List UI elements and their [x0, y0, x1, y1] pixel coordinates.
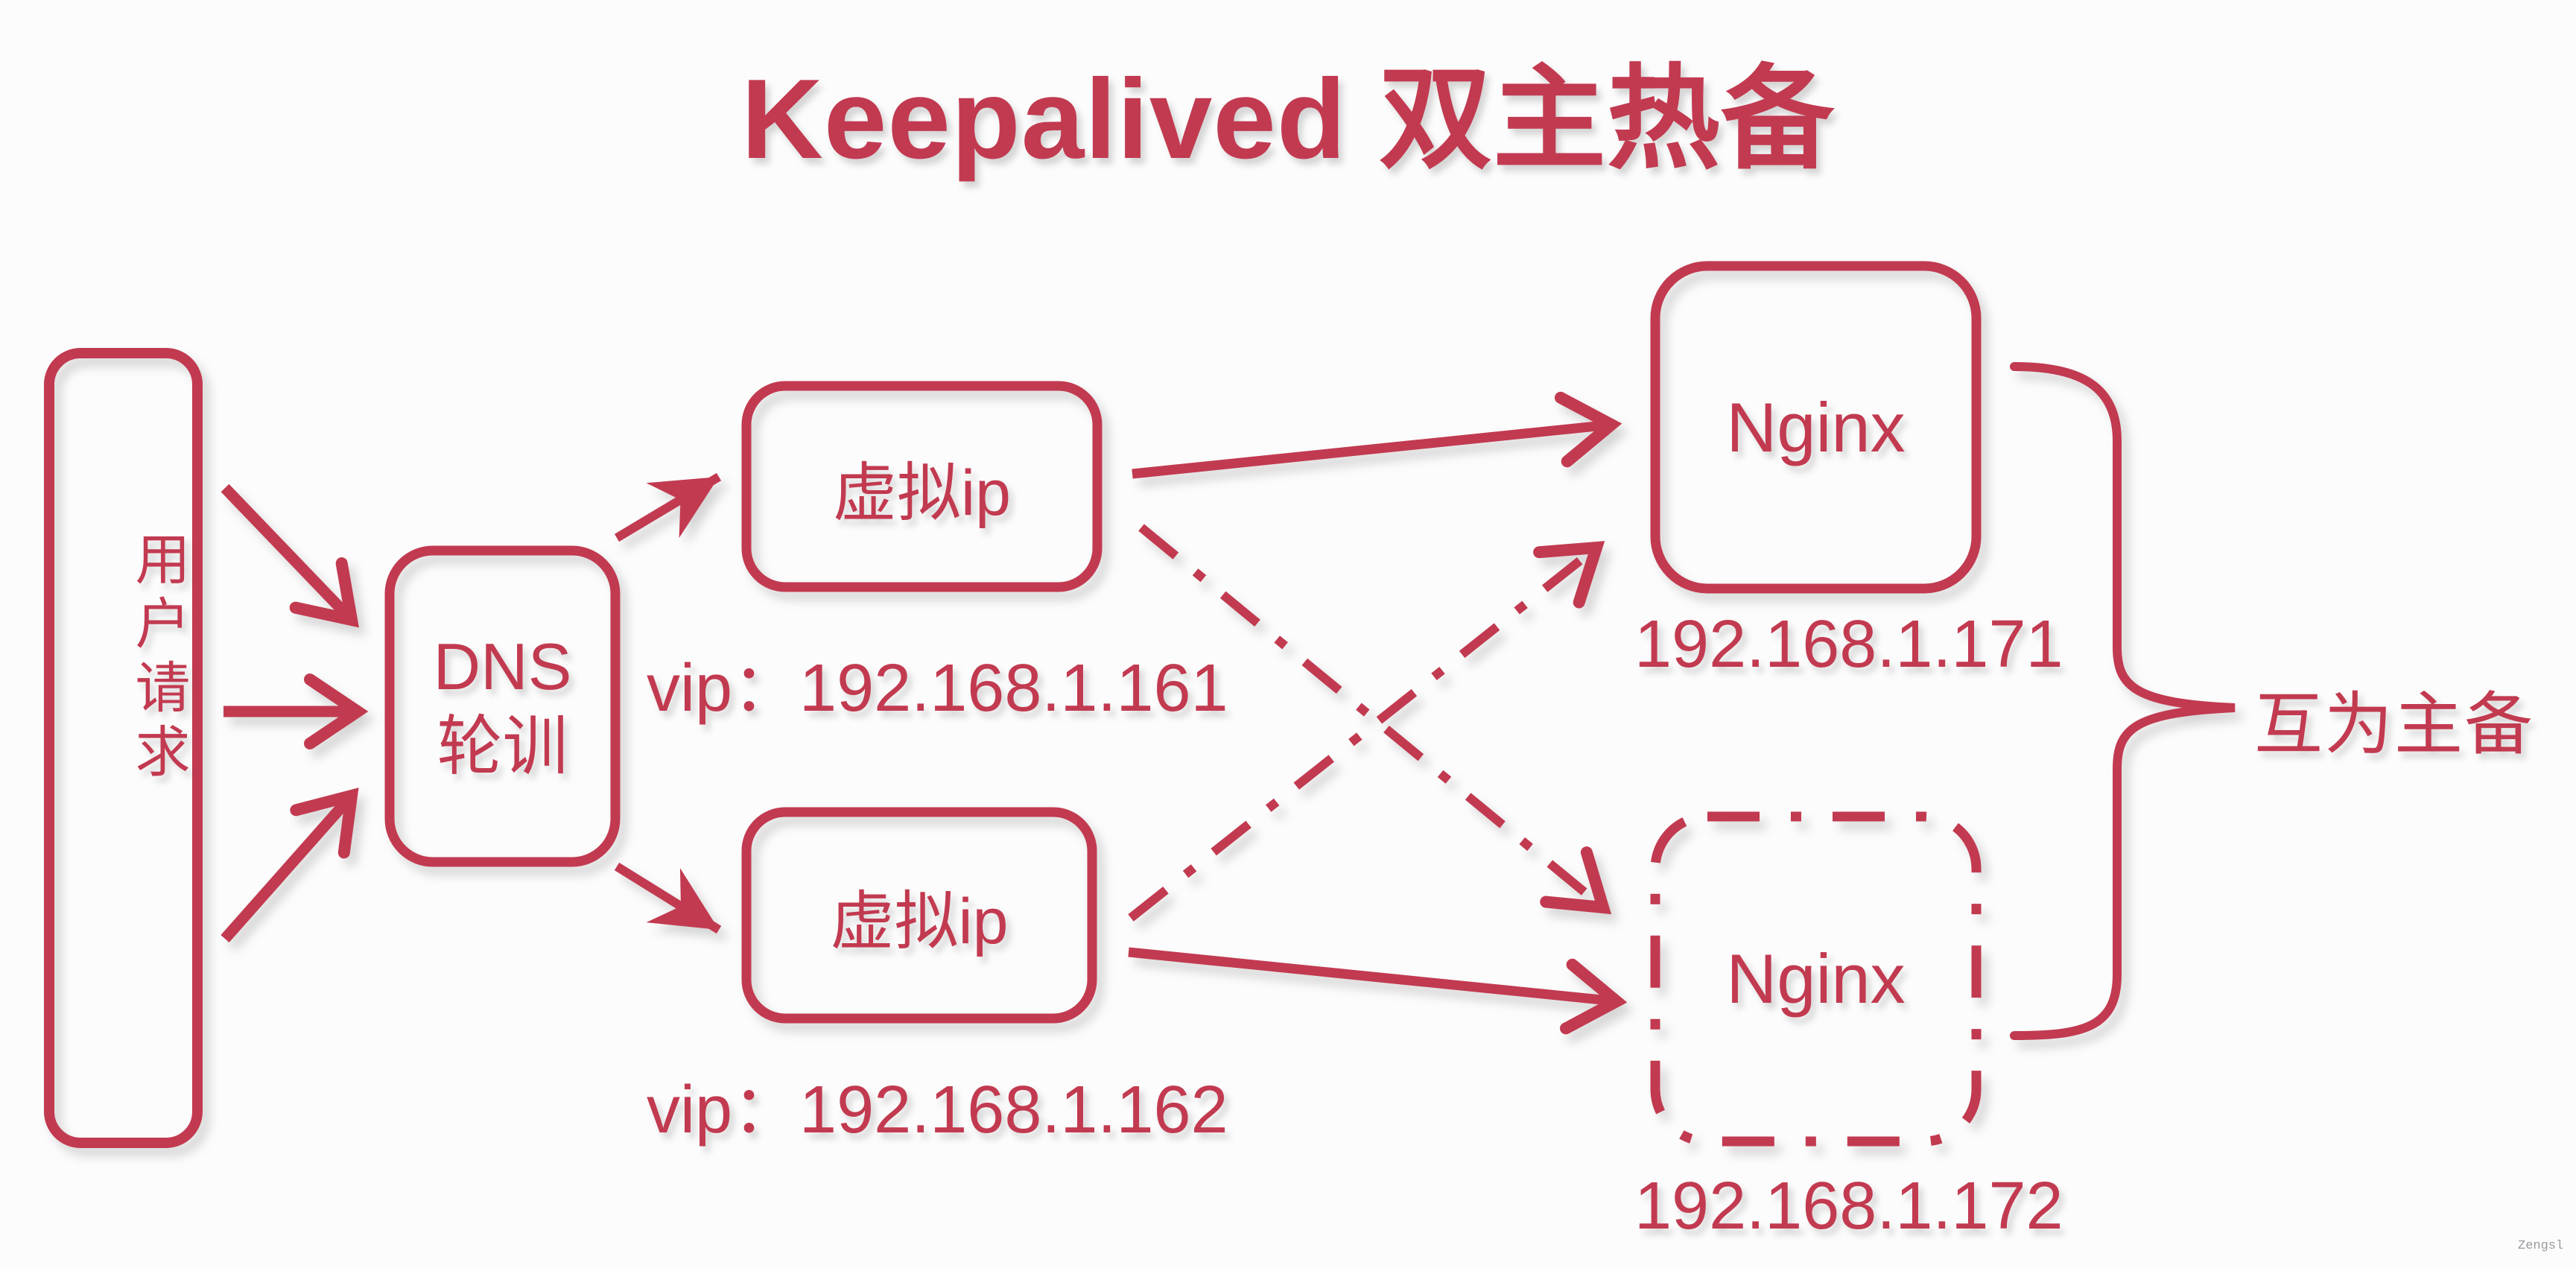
vip-bottom-label: 虚拟ip	[830, 886, 1009, 957]
brace-label: 互为主备	[2254, 687, 2535, 763]
nginx-box-master	[1650, 261, 1982, 594]
nginx-box-backup-dashed	[1650, 811, 1982, 1147]
arrow-dns-to-vip-top	[614, 472, 722, 542]
watermark: Zengsl	[2518, 1239, 2564, 1253]
page-title: Keepalived 双主热备	[741, 56, 1835, 183]
nginx-backup-label: Nginx	[1726, 939, 1906, 1018]
vip-bottom-caption: vip：192.168.1.162	[647, 1073, 1228, 1147]
arrow-user-to-dns-3	[221, 787, 359, 942]
arrow-vip-bottom-to-nginx-backup	[1128, 947, 1628, 1035]
user-request-box	[44, 348, 203, 1148]
dns-label: DNS 轮训	[390, 551, 615, 862]
nginx-master-label: Nginx	[1726, 387, 1906, 466]
arrow-dns-to-vip-bottom	[614, 862, 722, 934]
vip-box-bottom	[741, 807, 1097, 1024]
user-request-label: 用户请求	[127, 530, 189, 787]
nginx-master-ip: 192.168.1.171	[1634, 607, 2063, 682]
vip-top-caption: vip：192.168.1.161	[647, 651, 1228, 726]
brace	[2010, 362, 2236, 1040]
arrow-vip-top-to-nginx-master	[1132, 391, 1622, 479]
vip-box-top	[741, 381, 1103, 592]
vip-top-label: 虚拟ip	[833, 457, 1011, 529]
dns-box	[384, 545, 621, 867]
arrow-vip-top-to-nginx-backup-dashed	[1138, 524, 1612, 915]
nginx-backup-ip: 192.168.1.172	[1634, 1169, 2063, 1243]
arrow-user-to-dns-1	[221, 484, 359, 628]
arrow-vip-bottom-to-nginx-master-dashed	[1128, 541, 1605, 922]
dns-label-line2: 轮训	[437, 709, 568, 783]
dns-label-line1: DNS	[433, 629, 572, 703]
